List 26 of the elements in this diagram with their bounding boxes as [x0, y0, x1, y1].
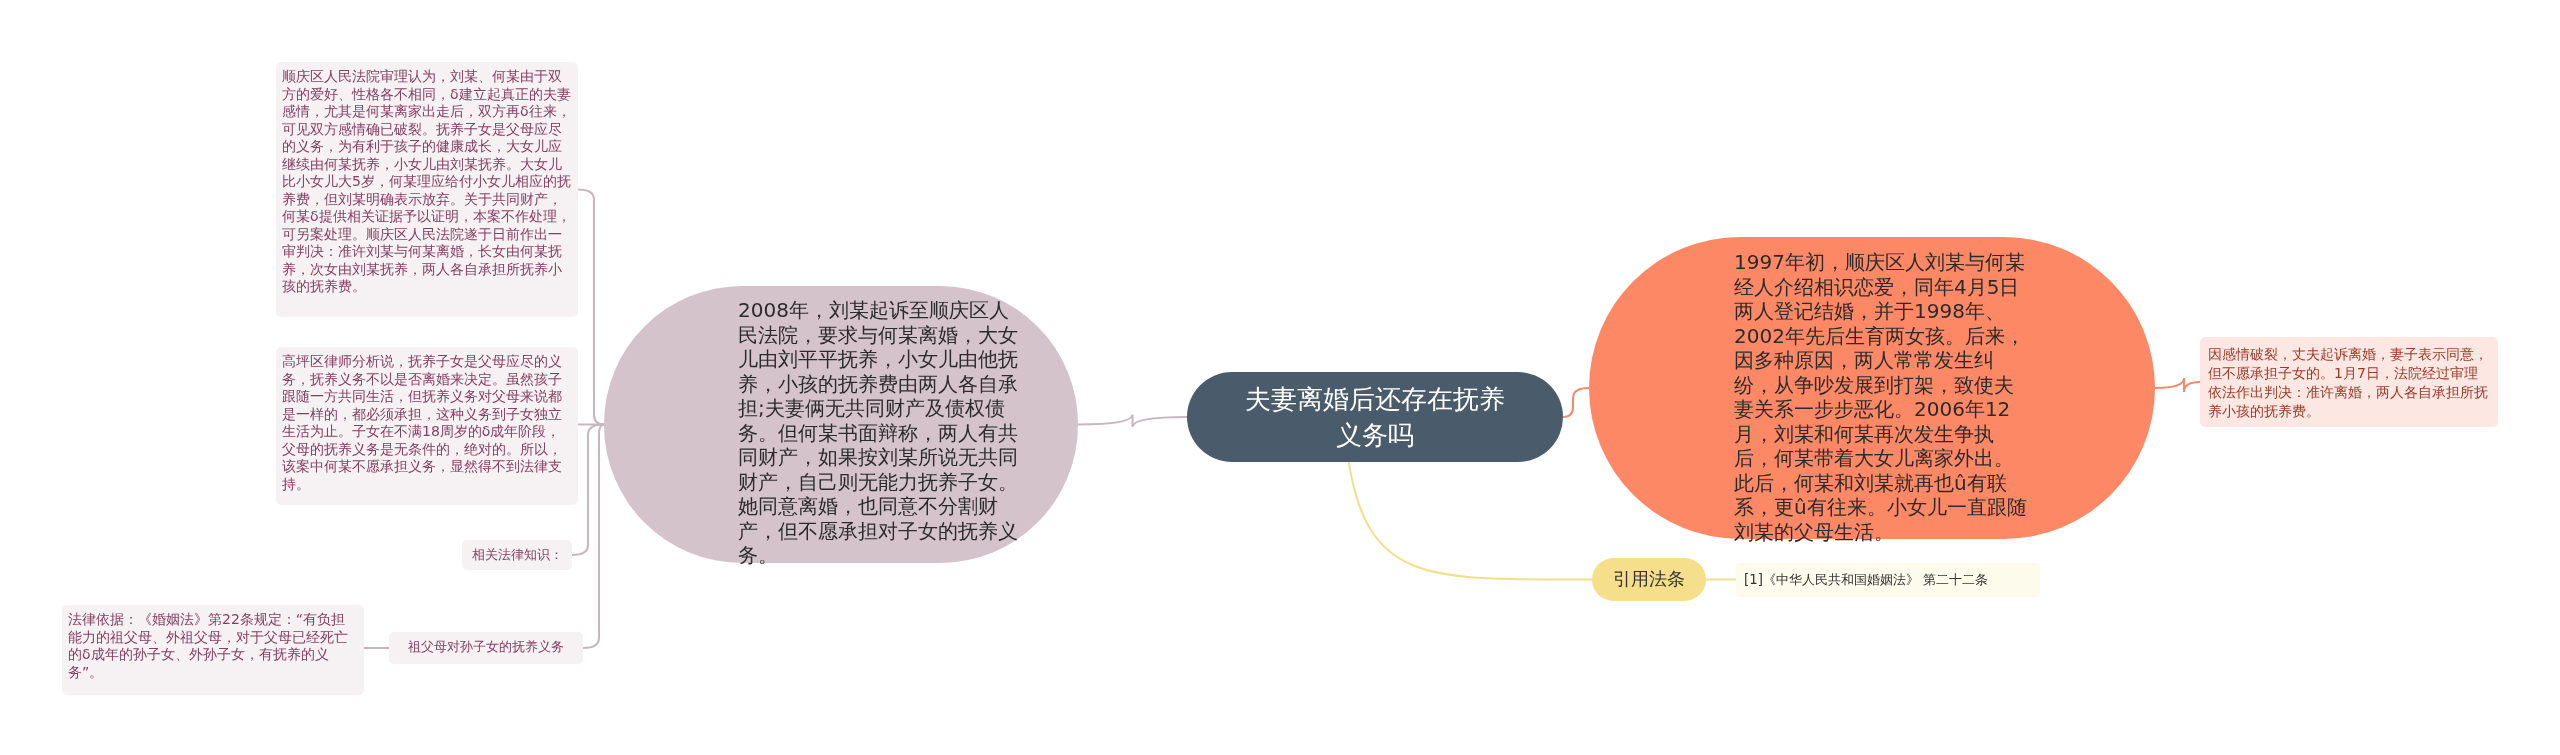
note-card — [2200, 337, 2498, 427]
connector-line — [363, 647, 390, 649]
tag-text: 引用法条 — [1612, 567, 1686, 591]
note-text: 高坪区律师分析说，抚养子女是父母应尽的义务，抚养义务不以是否离婚来决定。虽然孩子跟随一方共同生活，但抚养义务对父母来说都是一样的，都必须承担，这种义务到子女独立生活为止。子女在不满18周岁的δ成年阶段，父母的抚养义务是无条件的，绝对的。所以，该案中何某不愿承担义务，显然得不到法律支持。 — [282, 353, 563, 493]
note-text: 顺庆区人民法院审理认为，刘某、何某由于双方的爱好、性格各不相同，δ建立起真正的夫妻感情，尤其是何某离家出走后，双方再δ往来，可见双方感情确已破裂。抚养子女是父母应尽的义务，为有利于孩子的健康成长，大女儿应继续由何某抚养，小女儿由刘某抚养。大女儿比小女儿大5岁，何某理应给付小女儿相应的抚养费，但刘某明确表示放弃。关于共同财产，何某δ提供相关证据予以证明，本案不作处理，可另案处理。顺庆区人民法院遂于日前作出一审判决：准许刘某与何某离婚，长女由何某抚养，次女由刘某抚养，两人各自承担所抚养小孩的抚养费。 — [282, 68, 572, 296]
note-text: 因感情破裂，丈夫起诉离婚，妻子表示同意，但不愿承担子女的。1月7日，法院经过审理依法作出判决：准许离婚，两人各自承担所抚养小孩的抚养费。 — [2208, 345, 2489, 421]
connector-line — [1347, 461, 1593, 581]
note-card — [389, 632, 583, 664]
connector-line — [577, 188, 605, 426]
note-card — [62, 605, 364, 695]
tag-pill — [1592, 558, 1706, 601]
connector-line — [1705, 578, 1737, 581]
connector-line — [2154, 377, 2201, 393]
topic-title: 夫妻离婚后还存在抚养义务吗 — [1244, 383, 1506, 452]
note-card — [276, 347, 578, 505]
note-text: 法律依据：《婚姻法》第22条规定：“有负担能力的祖父母、外祖父母，对于父母已经死亡的δ成年的孙子女、外孙子女，有抚养的义务”。 — [68, 611, 349, 681]
connector-line — [582, 423, 605, 649]
branch-text: 2008年，刘某起诉至顺庆区人民法院，要求与何某离婚，大女儿由刘平平抚养，小女儿由他抚养，小孩的抚养费由两人各自承担;夫妻俩无共同财产及债权债务。但何某书面辩称，两人有共同财产，如果按刘某所说无共同财产，自己则无能力抚养子女。她同意离婚，也同意不分割财产，但不愿承担对子女的抚养义务。 — [738, 298, 1019, 568]
note-text: 祖父母对孙子女的抚养义务 — [407, 638, 565, 656]
citation-card — [1736, 563, 2040, 597]
connector-line — [1077, 413, 1188, 428]
note-text: 相关法律知识： — [470, 546, 564, 564]
citation-text: [1]《中华人民共和国婚姻法》 第二十二条 — [1744, 571, 1990, 589]
connector-line — [1562, 387, 1590, 418]
note-card — [462, 540, 572, 570]
branch-text: 1997年初，顺庆区人刘某与何某经人介绍相识恋爱，同年4月5日两人登记结婚，并于1998年、2002年先后生育两女孩。后来，因多种原因，两人常常发生纠纷，从争吵发展到打架，致使夫妻关系一步步恶化。2006年12月，刘某和何某再次发生争执后，何某带着大女儿离家外出。此后，何某和刘某就再也û有联系，更û有往来。小女儿一直跟随刘某的父母生活。 — [1734, 250, 2027, 544]
